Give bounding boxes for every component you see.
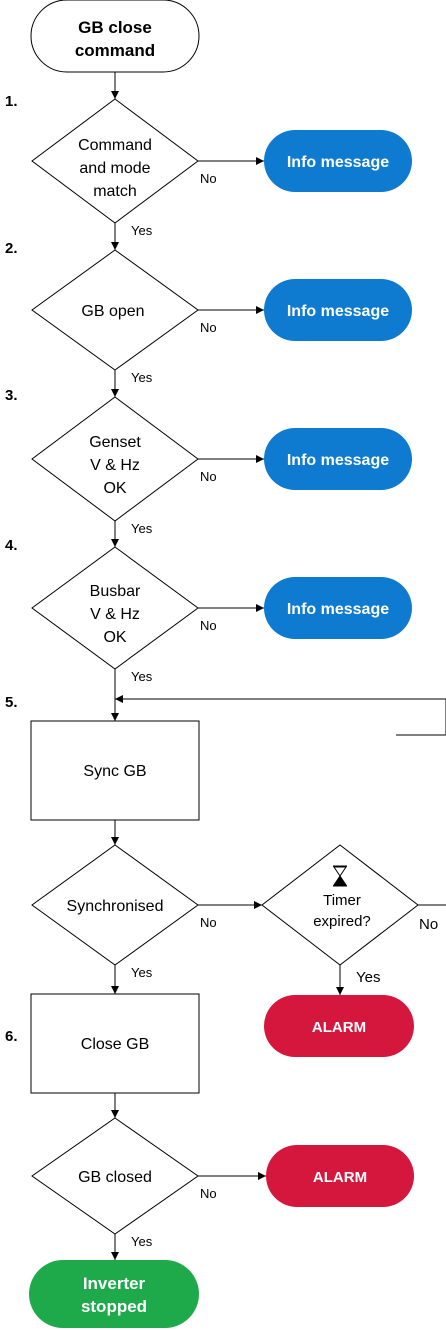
- info-message-2: [264, 279, 412, 341]
- decision-busbar-line3: OK: [103, 629, 126, 646]
- alarm-timer-label: ALARM: [312, 1019, 366, 1036]
- step-number-4: 4.: [5, 537, 18, 554]
- label-no-2: No: [200, 320, 217, 335]
- step-number-5: 5.: [5, 694, 18, 711]
- step-number-1: 1.: [5, 93, 18, 110]
- decision-command-mode-line2: and mode: [79, 160, 150, 177]
- end-terminal: [29, 1260, 199, 1328]
- process-close-gb: [30, 993, 200, 1094]
- label-yes-5: Yes: [131, 965, 153, 980]
- decision-gb-closed-line1: GB closed: [78, 1169, 152, 1186]
- process-sync-gb-label: Sync GB: [83, 763, 146, 780]
- step-number-2: 2.: [5, 240, 18, 257]
- decision-gb-open-line1: GB open: [81, 303, 144, 320]
- hourglass-icon: [333, 865, 347, 887]
- info-message-2-label: Info message: [287, 303, 389, 320]
- info-message-1: [264, 130, 412, 192]
- info-message-4-label: Info message: [287, 601, 389, 618]
- info-message-4: [264, 577, 412, 639]
- label-yes-2: Yes: [131, 370, 153, 385]
- info-message-1-label: Info message: [287, 154, 389, 171]
- label-yes-1: Yes: [131, 223, 153, 238]
- connector-timer-loop: [115, 695, 446, 736]
- decision-synchronised-line1: Synchronised: [67, 898, 164, 915]
- label-no-7: No: [200, 1186, 217, 1201]
- label-yes-3: Yes: [131, 521, 153, 536]
- label-no-1: No: [200, 171, 217, 186]
- decision-command-mode-line1: Command: [78, 137, 152, 154]
- decision-genset-line1: Genset: [89, 434, 141, 451]
- alarm-timer: [264, 995, 414, 1057]
- process-sync-gb: [30, 720, 200, 821]
- decision-genset-line3: OK: [103, 480, 126, 497]
- alarm-gb-closed-label: ALARM: [313, 1169, 367, 1186]
- label-yes-timer: Yes: [356, 969, 380, 986]
- decision-busbar-line1: Busbar: [90, 583, 141, 600]
- info-message-3-label: Info message: [287, 452, 389, 469]
- step-number-6: 6.: [5, 1028, 18, 1045]
- end-label-line2: stopped: [81, 1297, 147, 1316]
- info-message-3: [264, 428, 412, 490]
- label-yes-7: Yes: [131, 1234, 153, 1249]
- label-no-4: No: [200, 618, 217, 633]
- label-no-timer: No: [419, 916, 438, 933]
- step-number-3: 3.: [5, 387, 18, 404]
- decision-timer-line2: expired?: [313, 913, 371, 930]
- end-label-line1: Inverter: [83, 1274, 146, 1293]
- label-no-3: No: [200, 469, 217, 484]
- start-label-line2: command: [75, 41, 155, 60]
- alarm-gb-closed: [266, 1145, 414, 1207]
- decision-busbar-line2: V & Hz: [90, 606, 140, 623]
- label-yes-4: Yes: [131, 669, 153, 684]
- start-label-line1: GB close: [78, 18, 152, 37]
- decision-command-mode-line3: match: [93, 183, 137, 200]
- process-close-gb-label: Close GB: [81, 1036, 149, 1053]
- label-no-5: No: [200, 915, 217, 930]
- decision-timer-line1: Timer: [323, 892, 361, 909]
- decision-genset-line2: V & Hz: [90, 457, 140, 474]
